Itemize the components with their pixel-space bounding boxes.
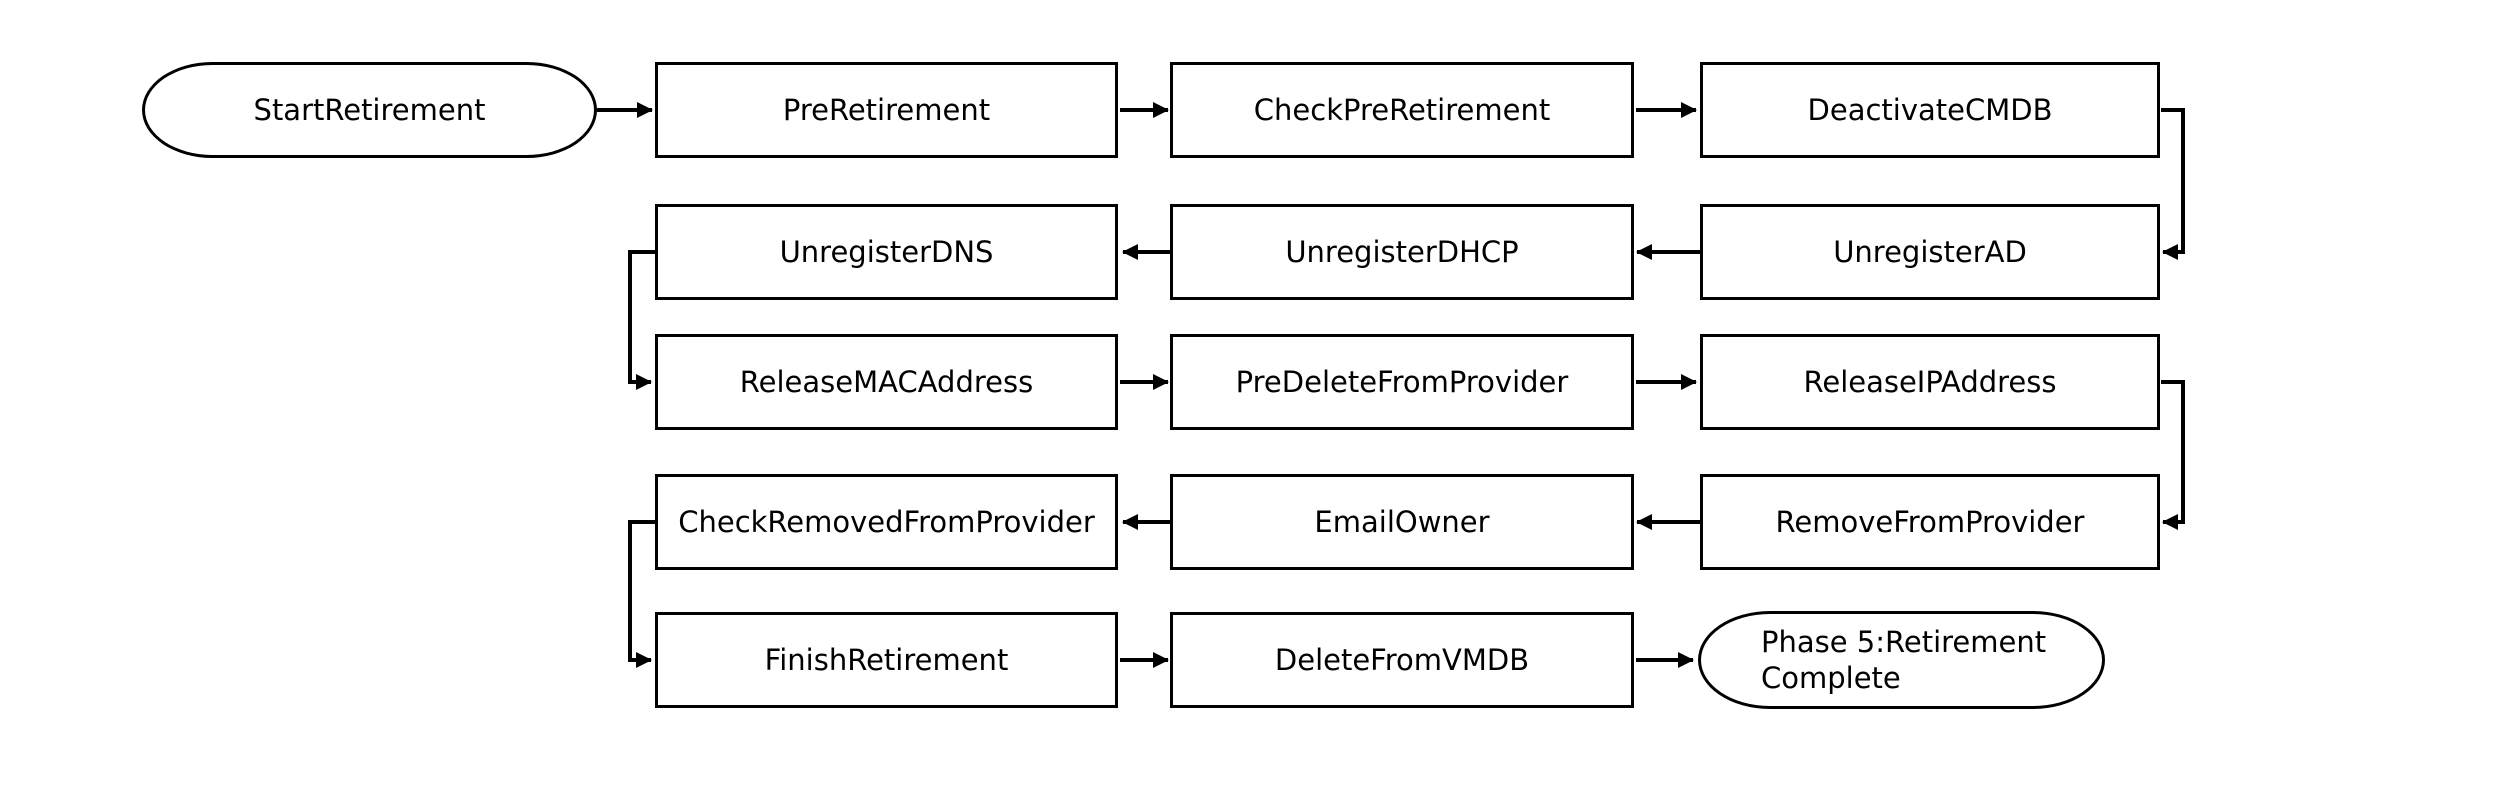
node-email-owner: EmailOwner bbox=[1170, 474, 1634, 570]
node-label: PreRetirement bbox=[782, 92, 991, 127]
node-unregister-dns: UnregisterDNS bbox=[655, 204, 1118, 300]
node-start-retirement: StartRetirement bbox=[142, 62, 597, 158]
node-remove-from-provider: RemoveFromProvider bbox=[1700, 474, 2160, 570]
node-delete-from-vmdb: DeleteFromVMDB bbox=[1170, 612, 1634, 708]
node-label: CheckRemovedFromProvider bbox=[678, 504, 1095, 539]
node-unregister-dhcp: UnregisterDHCP bbox=[1170, 204, 1634, 300]
edge-unregisterdns-releasemacaddress bbox=[628, 250, 655, 390]
node-release-ip-address: ReleaseIPAddress bbox=[1700, 334, 2160, 430]
node-label: StartRetirement bbox=[253, 92, 486, 127]
node-deactivate-cmdb: DeactivateCMDB bbox=[1700, 62, 2160, 158]
node-label: PreDeleteFromProvider bbox=[1235, 364, 1569, 399]
node-label: ReleaseIPAddress bbox=[1803, 364, 2057, 399]
node-label: Phase 5:Retirement Complete bbox=[1761, 624, 2046, 697]
node-label-line-1: Phase 5:Retirement bbox=[1761, 624, 2047, 659]
node-label: ReleaseMACAddress bbox=[739, 364, 1034, 399]
node-unregister-ad: UnregisterAD bbox=[1700, 204, 2160, 300]
node-label: RemoveFromProvider bbox=[1775, 504, 2085, 539]
node-label: DeleteFromVMDB bbox=[1274, 642, 1530, 677]
edge-releaseipaddress-removefromprovider bbox=[2161, 380, 2185, 530]
node-label: UnregisterDHCP bbox=[1285, 234, 1519, 269]
node-label-line-2: Complete bbox=[1761, 661, 1901, 695]
node-label: UnregisterDNS bbox=[779, 234, 994, 269]
node-release-mac-address: ReleaseMACAddress bbox=[655, 334, 1118, 430]
node-label: UnregisterAD bbox=[1833, 234, 2027, 269]
node-label: CheckPreRetirement bbox=[1253, 92, 1551, 127]
node-pre-delete-from-provider: PreDeleteFromProvider bbox=[1170, 334, 1634, 430]
node-check-pre-retirement: CheckPreRetirement bbox=[1170, 62, 1634, 158]
edge-deactivatecmdb-unregisterad bbox=[2161, 108, 2185, 260]
node-check-removed-from-provider: CheckRemovedFromProvider bbox=[655, 474, 1118, 570]
node-label: EmailOwner bbox=[1314, 504, 1490, 539]
node-retirement-complete: Phase 5:Retirement Complete bbox=[1698, 611, 2105, 709]
node-finish-retirement: FinishRetirement bbox=[655, 612, 1118, 708]
node-label: FinishRetirement bbox=[764, 642, 1009, 677]
edge-checkremovedfromprovider-finishretirement bbox=[628, 520, 655, 668]
node-label: DeactivateCMDB bbox=[1807, 92, 2053, 127]
node-pre-retirement: PreRetirement bbox=[655, 62, 1118, 158]
